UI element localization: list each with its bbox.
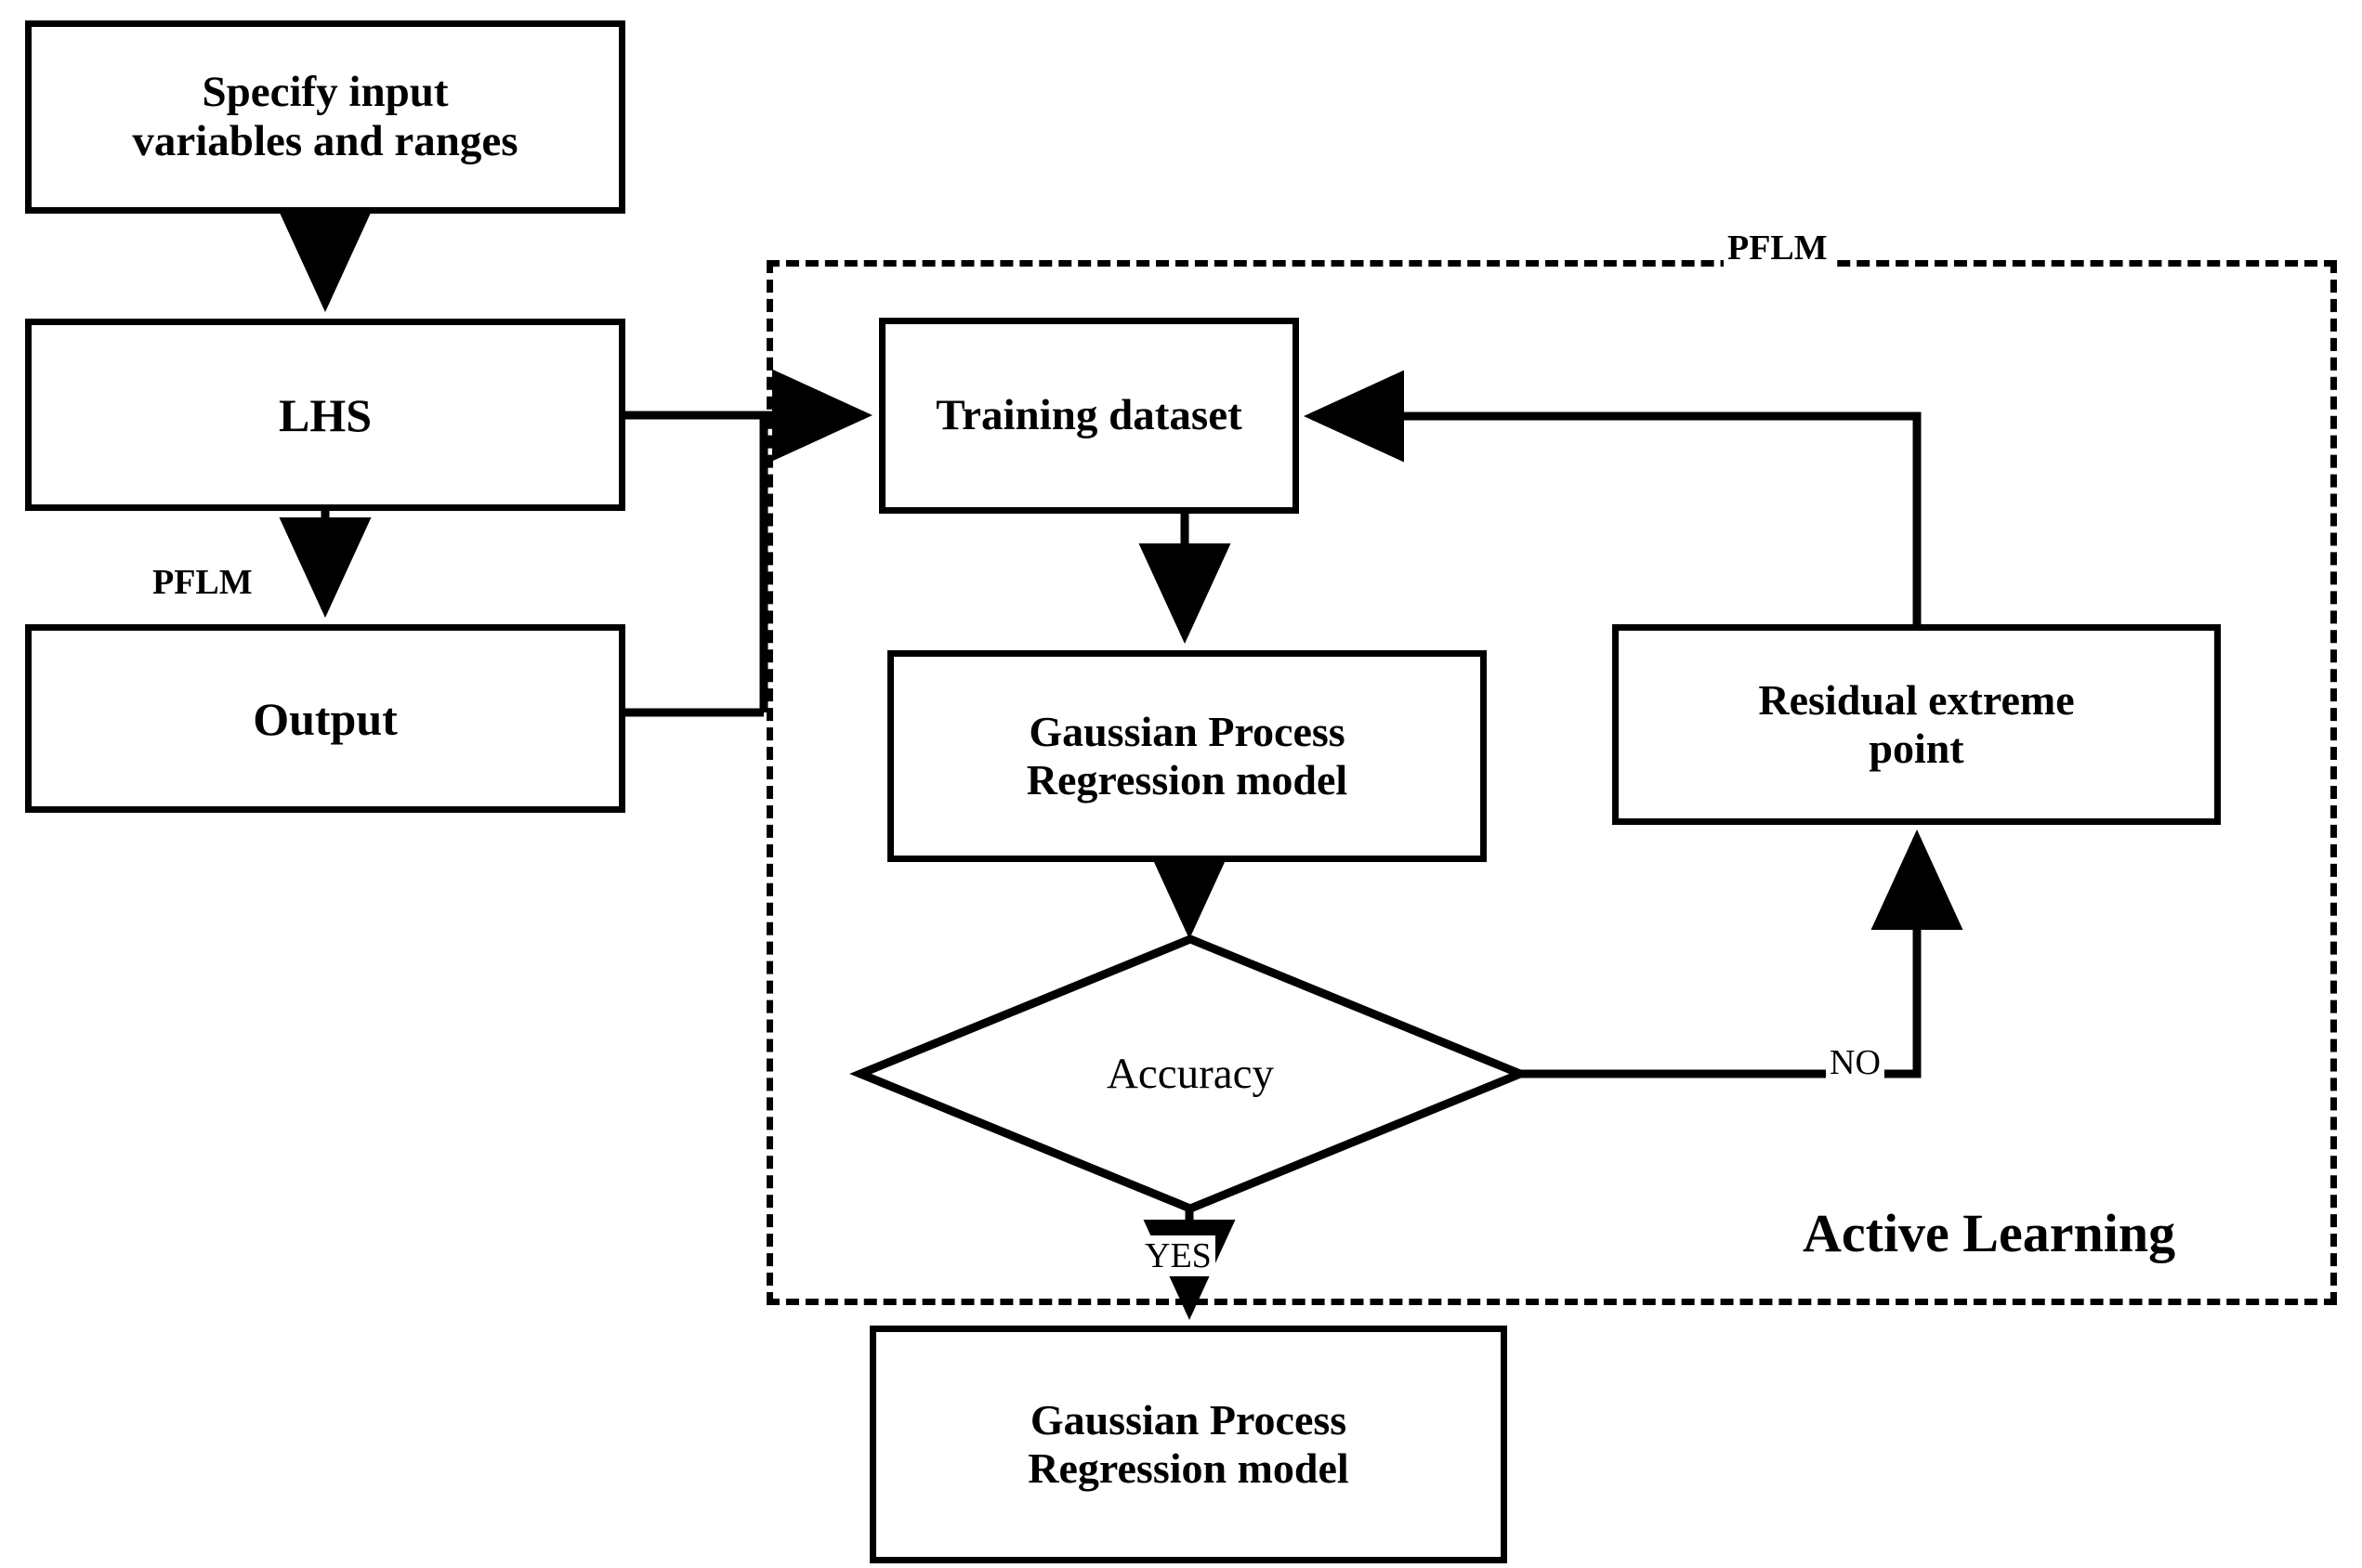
node-output[interactable]: Output <box>25 624 625 813</box>
node-lhs[interactable]: LHS <box>25 319 625 511</box>
edge-label-no: NO <box>1826 1042 1884 1083</box>
node-accuracy-decision[interactable]: Accuracy <box>860 938 1521 1209</box>
node-lhs-label: LHS <box>278 388 373 441</box>
node-training-dataset[interactable]: Training dataset <box>879 318 1299 514</box>
node-output-label: Output <box>253 692 398 745</box>
group-label-active-learning: Active Learning <box>1803 1203 2176 1263</box>
edge-label-pflm-right: PFLM <box>1724 228 1831 268</box>
node-training-dataset-label: Training dataset <box>936 391 1242 440</box>
edge-label-pflm-left: PFLM <box>149 562 256 603</box>
active-learning-group-boundary <box>767 260 2337 1305</box>
node-accuracy-decision-label: Accuracy <box>1106 1050 1275 1098</box>
edge-label-yes: YES <box>1141 1235 1215 1276</box>
